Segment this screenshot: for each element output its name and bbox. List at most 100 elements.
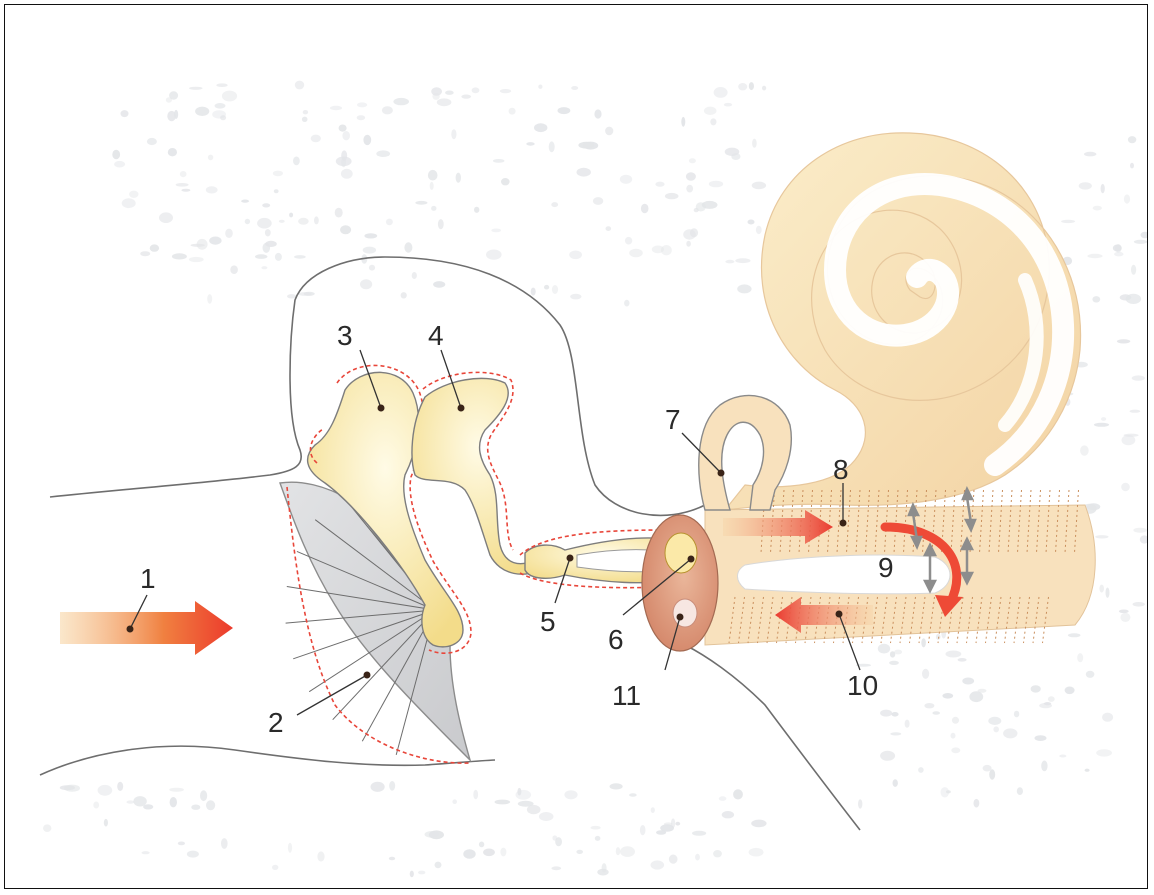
bone-speckle [472, 87, 480, 93]
bone-speckle [1094, 423, 1109, 427]
bone-speckle [1093, 206, 1102, 211]
bone-speckle [287, 294, 296, 298]
bone-speckle [629, 249, 643, 258]
bone-speckle [738, 83, 747, 90]
bone-speckle [336, 157, 352, 167]
bone-speckle [655, 182, 664, 187]
bone-speckle [261, 266, 267, 269]
bone-speckle [302, 117, 308, 122]
bone-speckle [294, 255, 306, 259]
bone-speckle [858, 799, 862, 808]
bone-speckle [725, 148, 740, 156]
bone-speckle [664, 822, 673, 825]
bone-speckle [942, 693, 953, 699]
bone-speckle [389, 857, 395, 861]
bone-speckle [298, 292, 311, 296]
bone-speckle [552, 285, 558, 294]
bone-speckle [544, 285, 549, 290]
bone-speckle [735, 258, 750, 263]
bone-speckle [189, 87, 202, 90]
bone-speckle [491, 229, 501, 233]
bone-speckle [1133, 528, 1146, 533]
bone-speckle [122, 198, 136, 208]
bone-speckle [64, 785, 80, 792]
bone-speckle [428, 170, 438, 181]
bone-speckle [473, 790, 478, 800]
bone-speckle [386, 219, 393, 226]
label-3: 3 [337, 320, 353, 351]
bone-speckle [225, 229, 233, 238]
bone-speckle [974, 799, 980, 808]
bone-speckle [451, 129, 456, 139]
bone-speckle [538, 85, 542, 89]
bone-speckle [255, 254, 267, 259]
bone-speckle [751, 820, 766, 828]
bone-speckle [230, 265, 238, 274]
bone-speckle [1119, 610, 1129, 614]
bone-speckle [889, 661, 899, 665]
bone-speckle [665, 193, 679, 199]
bone-speckle [756, 226, 762, 234]
bone-speckle [438, 219, 444, 229]
bone-speckle [1079, 182, 1092, 189]
bone-speckle [172, 253, 187, 259]
bone-speckle [431, 87, 442, 96]
bone-speckle [140, 251, 150, 256]
bone-speckle [880, 710, 892, 717]
bone-speckle [1128, 136, 1136, 143]
bone-speckle [958, 658, 967, 662]
bone-speckle [722, 811, 734, 818]
bone-speckle [1101, 417, 1106, 421]
bone-speckle [445, 91, 454, 95]
label-1: 1 [140, 563, 156, 594]
bone-speckle [696, 202, 706, 211]
bone-speckle [208, 155, 213, 161]
bone-speckle [1096, 749, 1112, 756]
bone-speckle [576, 850, 583, 854]
bone-speckle [1068, 633, 1081, 637]
bone-speckle [289, 213, 293, 218]
bone-speckle [551, 866, 561, 870]
bone-speckle [1048, 696, 1055, 702]
bone-speckle [178, 842, 185, 846]
bone-speckle [170, 797, 177, 807]
bone-speckle [610, 783, 623, 789]
bone-speckle [206, 800, 215, 810]
bone-speckle [1115, 244, 1121, 253]
bone-speckle [215, 103, 226, 109]
bone-speckle [762, 86, 766, 91]
bone-speckle [104, 819, 108, 827]
bone-speckle [1099, 585, 1104, 593]
bone-speckle [127, 800, 135, 803]
bone-speckle [435, 862, 442, 869]
bone-speckle [951, 733, 956, 739]
bone-speckle [357, 102, 367, 107]
bone-speckle [1085, 769, 1090, 772]
bone-speckle [1101, 184, 1105, 193]
bone-speckle [549, 141, 555, 152]
bone-speckle [389, 781, 395, 791]
bone-speckle [932, 711, 940, 715]
bone-speckle [98, 785, 113, 796]
bone-speckle [620, 846, 635, 857]
bone-speckle [1061, 220, 1075, 223]
bone-speckle [142, 851, 150, 854]
bone-speckle [578, 142, 594, 149]
bone-speckle [433, 281, 445, 288]
bone-speckle [1035, 735, 1047, 741]
bone-speckle [558, 107, 571, 114]
bone-speckle [1132, 375, 1145, 380]
bone-speckle [924, 703, 934, 708]
bone-speckle [364, 233, 377, 238]
bone-speckle [191, 805, 200, 810]
bone-speckle [1140, 535, 1148, 543]
bone-speckle [369, 265, 375, 271]
bone-speckle [150, 244, 159, 251]
bone-speckle [216, 83, 227, 87]
bone-speckle [651, 860, 665, 869]
bone-speckle [719, 796, 727, 801]
bone-speckle [1065, 687, 1075, 695]
ear-canal-lower-wall [40, 746, 495, 775]
bone-speckle [1117, 339, 1130, 343]
bone-speckle [1095, 535, 1108, 538]
